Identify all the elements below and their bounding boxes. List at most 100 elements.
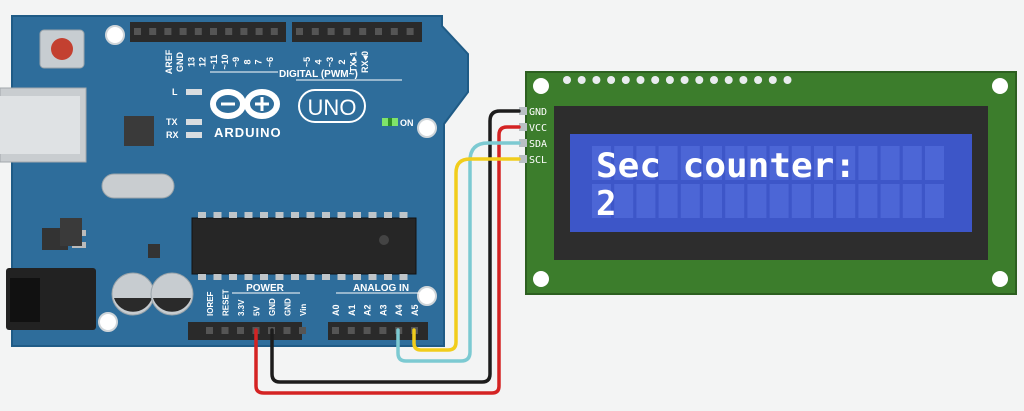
lcd-cell <box>814 146 833 180</box>
digital-header-label: DIGITAL (PWM~) <box>279 69 358 80</box>
lcd-i2c-pins <box>519 107 527 163</box>
i2c-pin[interactable] <box>519 155 527 163</box>
mounting-hole <box>105 25 125 45</box>
lcd-cell <box>858 146 878 180</box>
chip-notch <box>379 235 389 245</box>
lcd-cell <box>703 184 722 218</box>
smd-chip <box>60 218 82 246</box>
lcd-cell <box>902 184 922 218</box>
lcd-pad <box>665 76 674 84</box>
reset-button-cap[interactable] <box>51 38 73 60</box>
model-label: UNO <box>308 95 357 120</box>
lcd-cell <box>680 184 700 218</box>
power-pin-label: 3.3V <box>237 299 246 316</box>
lcd-pad <box>680 76 689 84</box>
analog-pin-label: A4 <box>394 304 404 316</box>
chip-pin <box>275 274 284 280</box>
lcd-pad <box>651 76 660 84</box>
lcd-cell <box>614 146 634 180</box>
capacitor <box>111 272 155 316</box>
lcd-cell <box>880 184 900 218</box>
power-pin-label: 5V <box>253 306 262 316</box>
scl-wire[interactable] <box>412 157 521 352</box>
lcd-cell <box>636 184 656 218</box>
atmega-chip <box>191 217 417 275</box>
chip-pin <box>213 212 222 218</box>
digital-pin-label: GND <box>175 52 185 73</box>
digital-pin-label: TX▸1 <box>348 51 358 72</box>
i2c-pin[interactable] <box>519 123 527 131</box>
analog-header-label: ANALOG IN <box>353 283 409 294</box>
chip-pin <box>291 274 299 280</box>
lcd-line-1: Sec counter: <box>596 146 856 186</box>
pin-hole <box>375 28 382 35</box>
analog-pin-label: A0 <box>331 304 341 316</box>
digital-pin-label: 7 <box>254 59 264 64</box>
pin-hole <box>299 327 306 334</box>
pin-hole <box>255 28 263 35</box>
lcd-pad <box>636 76 645 84</box>
led-l-label: L <box>172 87 178 97</box>
chip-pin <box>213 274 222 280</box>
lcd-cell <box>769 146 789 180</box>
arduino-infinity-logo <box>210 89 280 119</box>
chip-pin <box>322 274 330 280</box>
pin-hole <box>327 28 335 35</box>
lcd-pad <box>783 76 792 84</box>
power-pin-label: GND <box>284 298 293 316</box>
vcc-wire[interactable] <box>254 125 521 395</box>
lcd-character-cells <box>592 146 944 218</box>
lcd-cell <box>658 184 678 218</box>
lcd-cell <box>836 184 856 218</box>
chip-pin <box>306 212 315 218</box>
pin-hole <box>194 28 202 35</box>
lcd-cell <box>747 146 767 180</box>
lcd-cell <box>925 146 944 180</box>
led-tx <box>186 119 202 125</box>
lcd-pad <box>710 76 718 84</box>
i2c-pin-label: SDA <box>529 139 547 150</box>
chip-pin <box>244 274 253 280</box>
gnd-wire[interactable] <box>270 109 521 384</box>
pin-hole <box>406 28 414 35</box>
chip-pin <box>260 274 268 280</box>
lcd-cell <box>769 184 789 218</box>
wires <box>254 109 521 395</box>
digital-pin-label: 13 <box>186 57 196 67</box>
lcd-cell <box>658 146 678 180</box>
lcd-cell <box>680 146 700 180</box>
power-pin-label: IOREF <box>206 291 215 316</box>
chip-pin <box>399 212 408 218</box>
pin-hole <box>270 28 278 35</box>
digital-header-a[interactable] <box>130 22 286 42</box>
digital-header-b[interactable] <box>292 22 422 42</box>
lcd-pad <box>607 76 616 84</box>
digital-pin-label: 8 <box>242 59 252 64</box>
pin-hole <box>363 327 371 334</box>
chip-pin <box>229 274 237 280</box>
i2c-pin[interactable] <box>519 107 527 115</box>
model-badge <box>298 89 366 123</box>
lcd-cell <box>725 184 745 218</box>
lcd-pad <box>754 76 763 84</box>
chip-pin <box>229 212 237 218</box>
analog-header[interactable] <box>328 322 428 340</box>
digital-pin-label: ~6 <box>265 57 275 67</box>
sda-wire[interactable] <box>396 141 521 363</box>
lcd-cell <box>836 146 856 180</box>
chip-pin <box>384 212 392 218</box>
power-pin-label: Vin <box>299 304 308 316</box>
lcd-mounting-hole <box>992 271 1008 287</box>
i2c-pin[interactable] <box>519 139 527 147</box>
power-pin-label: RESET <box>222 289 231 316</box>
lcd-cell <box>880 146 900 180</box>
lcd-cell <box>858 184 878 218</box>
pin-hole <box>359 28 367 35</box>
chip-pin <box>306 274 315 280</box>
chip-pin <box>198 212 206 218</box>
chip-pin <box>291 212 299 218</box>
analog-pin-label: A1 <box>347 304 357 316</box>
